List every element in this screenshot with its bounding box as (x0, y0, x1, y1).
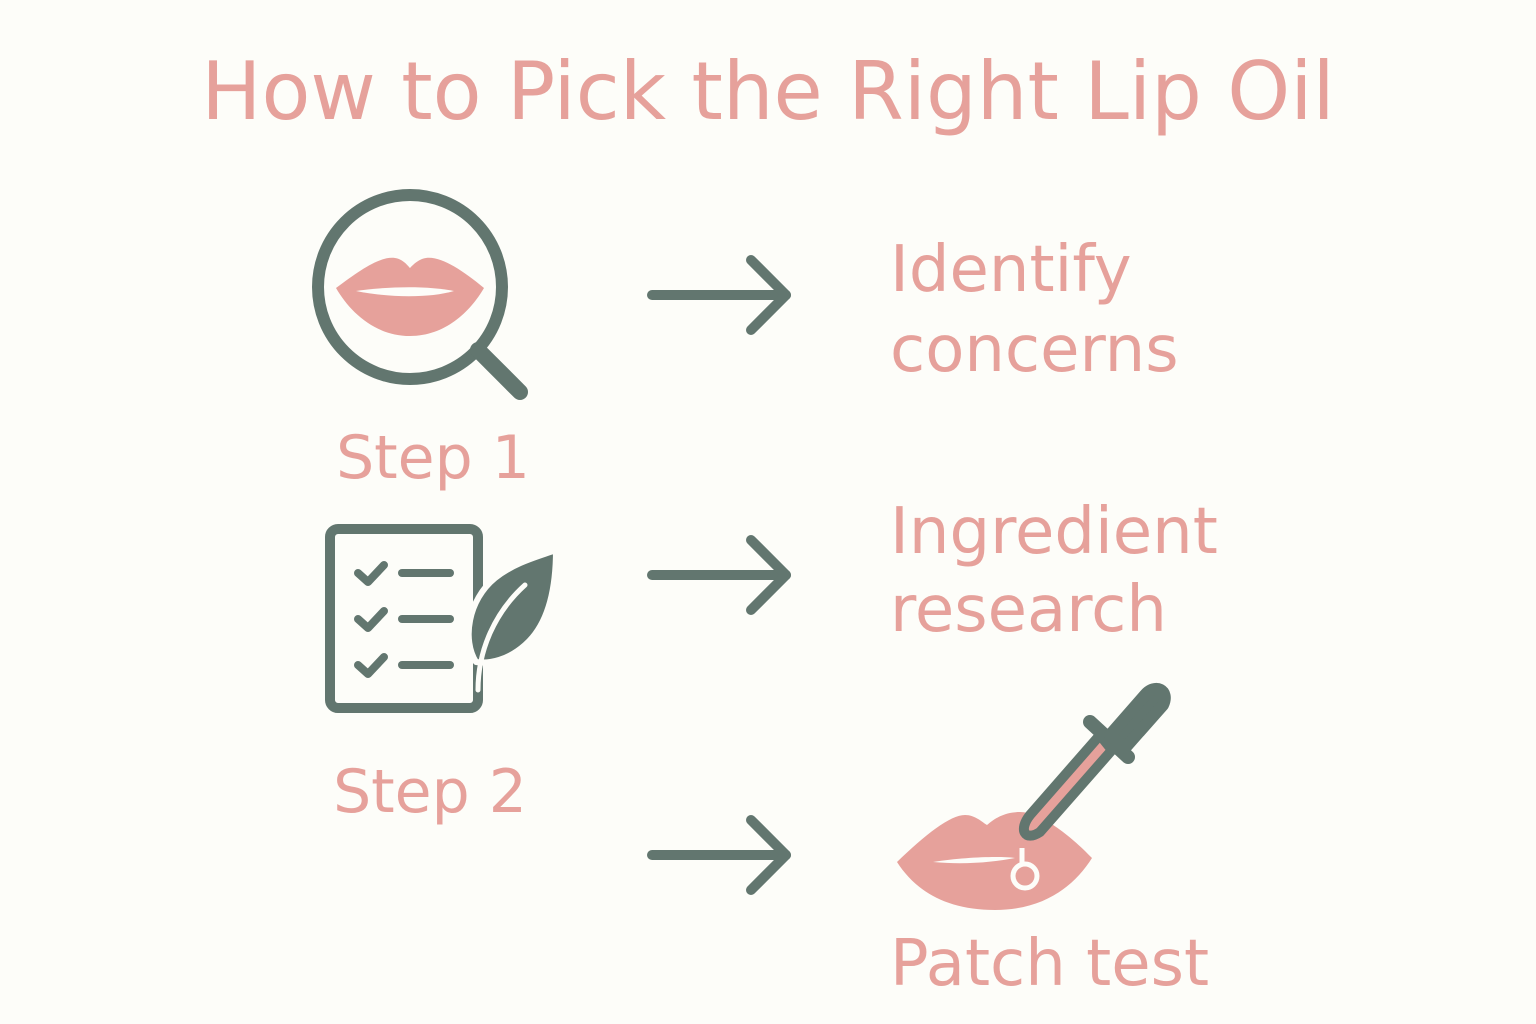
step-1-label: Step 1 (336, 423, 530, 493)
step-1-text-line-2: concerns (890, 313, 1179, 387)
page-title: How to Pick the Right Lip Oil (201, 45, 1335, 138)
step-3-text: Patch test (890, 927, 1210, 1001)
magnifier-lips-icon (312, 189, 528, 400)
step-2-text-line-2: research (890, 573, 1167, 647)
arrow-right-icon (647, 535, 791, 615)
dropper-lips-icon (897, 682, 1171, 910)
step-1-text-line-1: Identify (890, 233, 1132, 307)
step-2-text-line-1: Ingredient (890, 495, 1218, 569)
arrow-right-icon (647, 255, 791, 335)
arrow-right-icon (647, 815, 791, 895)
checklist-leaf-icon (325, 524, 559, 713)
step-2-label: Step 2 (333, 757, 527, 827)
